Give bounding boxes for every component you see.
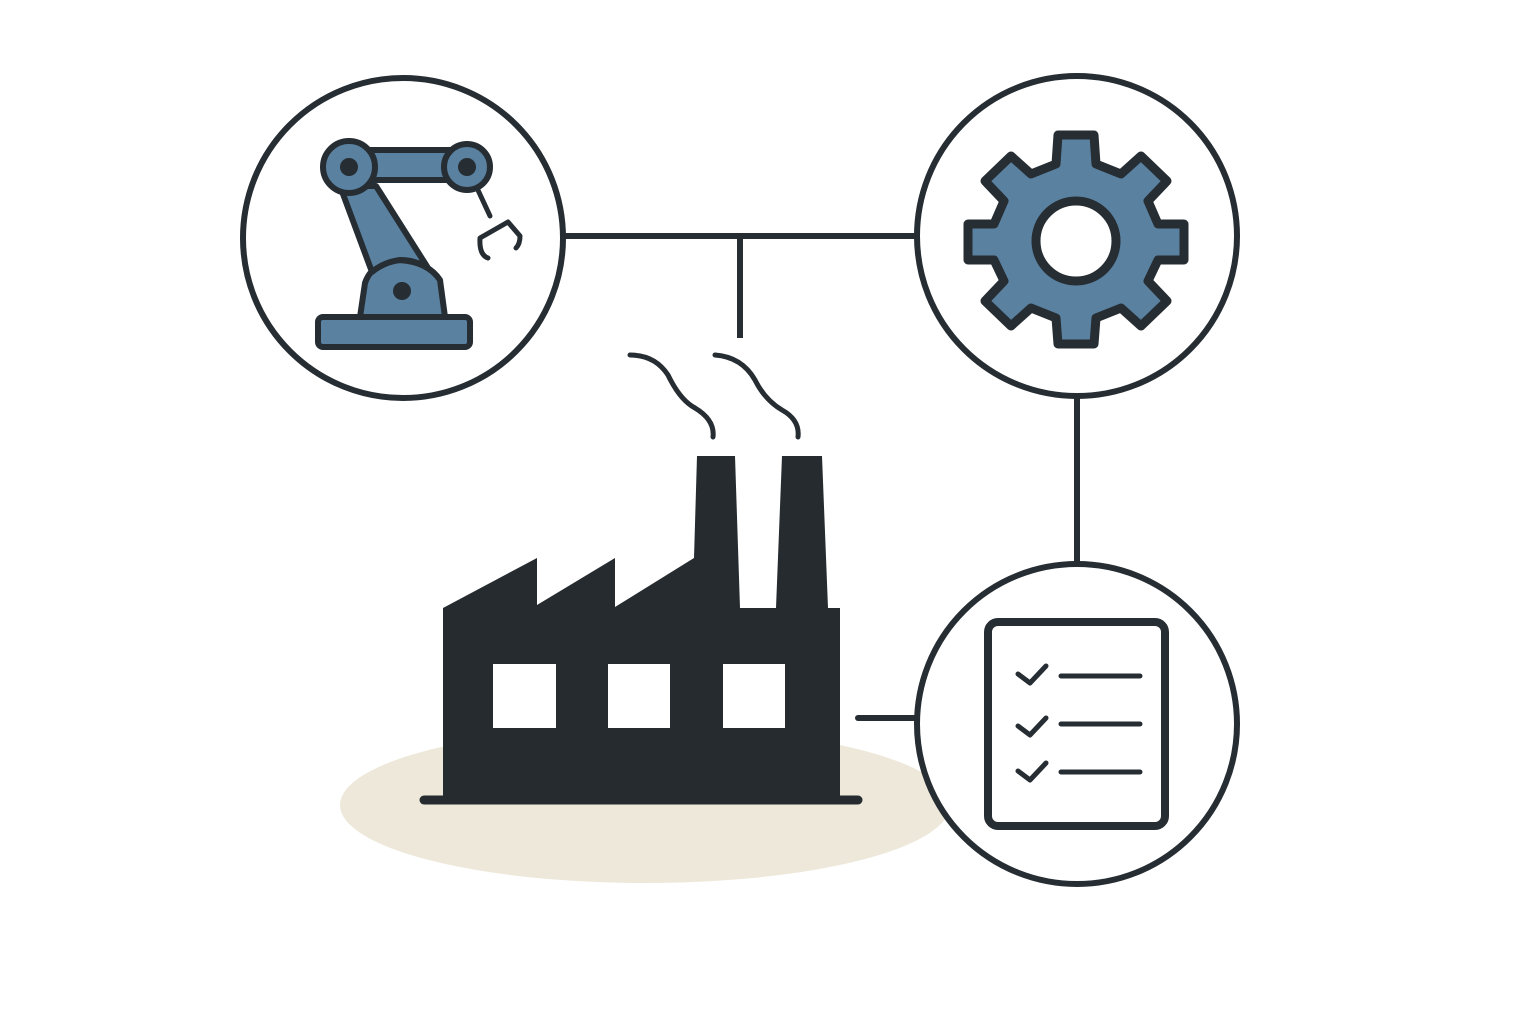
check-item-1 [1015,663,1143,686]
checklist-icon [984,618,1169,830]
connector-lines [565,233,1080,721]
factory-icon [419,352,863,805]
smoke-left-icon [627,352,716,440]
smoke-right-icon [712,352,801,440]
check-item-2 [1015,715,1143,738]
gear-node [914,73,1240,399]
check-item-3 [1015,760,1143,783]
gear-icon [963,130,1189,349]
robot-arm-icon [315,138,523,350]
checklist-node [914,561,1240,887]
robot-arm-node [240,75,566,401]
